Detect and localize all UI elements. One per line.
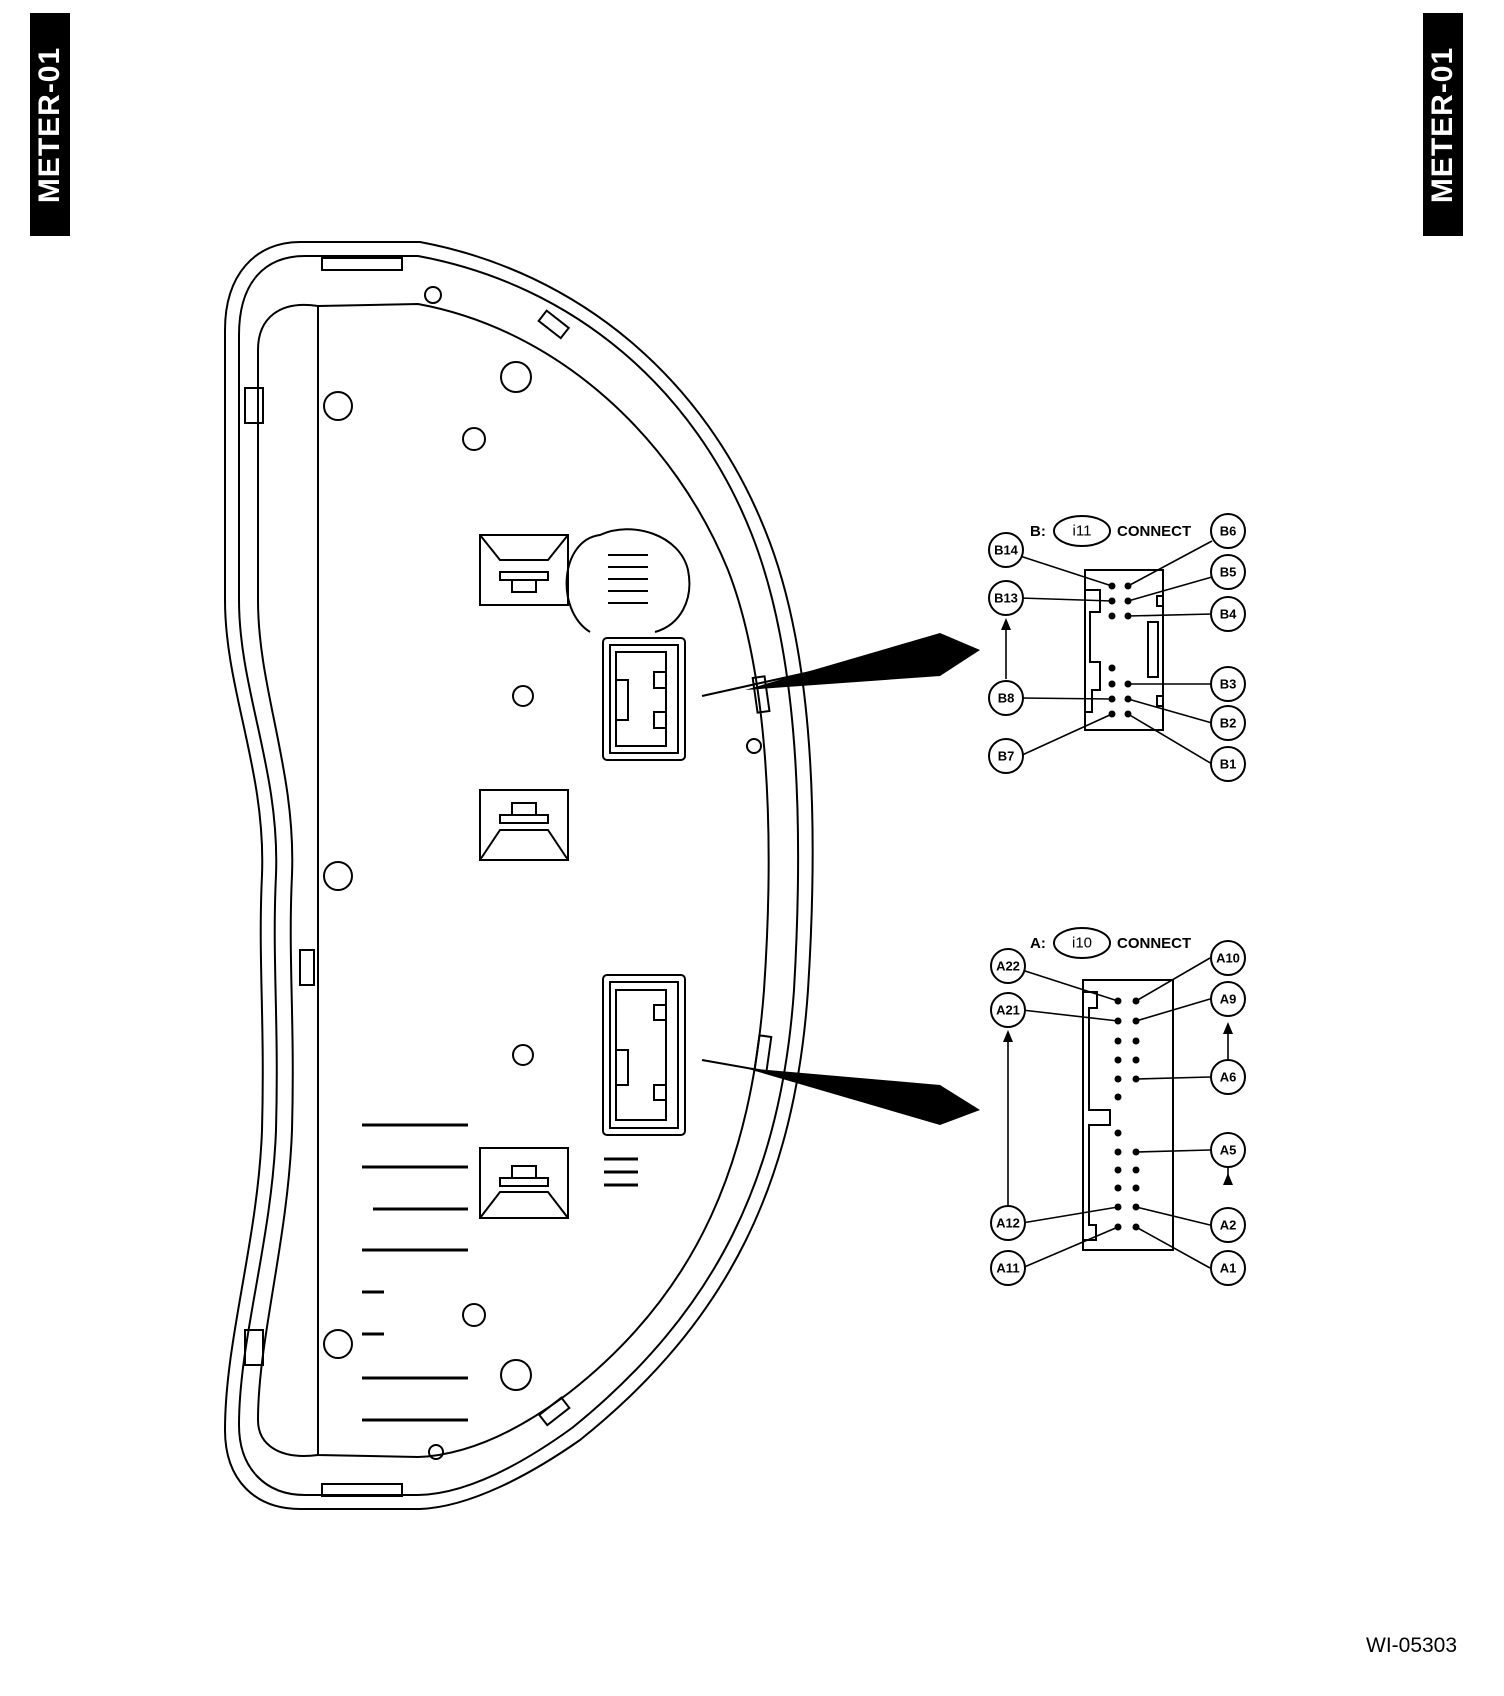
pin-label-b3: B3 <box>1220 677 1237 692</box>
screw-hole <box>323 861 353 891</box>
pin-label-b13: B13 <box>994 591 1018 606</box>
connector-b-prefix: B: <box>1030 523 1046 540</box>
pin-label-a6: A6 <box>1220 1070 1237 1085</box>
label-bars <box>362 1123 468 1422</box>
screw-hole <box>424 286 442 304</box>
pin-label-a21: A21 <box>996 1003 1020 1018</box>
combination-meter-body <box>223 241 814 1510</box>
figure-id: WI-05303 <box>1366 1634 1458 1657</box>
meter-outer-case <box>223 241 814 1510</box>
pin-label-a9: A9 <box>1220 992 1237 1007</box>
vent-cap <box>565 528 691 633</box>
pin-label-a22: A22 <box>996 959 1020 974</box>
pin-label-b5: B5 <box>1220 565 1237 580</box>
screw-hole <box>500 1359 532 1391</box>
connector-b-code-oval <box>1053 515 1111 547</box>
pin-label-a1: A1 <box>1220 1261 1237 1276</box>
pin-label-b1: B1 <box>1220 757 1237 772</box>
pin-label-b2: B2 <box>1220 716 1237 731</box>
pin-label-b6: B6 <box>1220 524 1237 539</box>
arrow-to-connector-b <box>701 633 980 697</box>
connector-a-code: i10 <box>1072 935 1092 952</box>
screw-hole <box>500 361 532 393</box>
pin-label-b14: B14 <box>994 543 1019 558</box>
connector-b-detail: B: i11 CONNECT <box>988 513 1246 782</box>
bulb-socket <box>479 534 569 606</box>
pin-label-b7: B7 <box>998 749 1015 764</box>
connector-b-housing <box>1084 569 1164 731</box>
pin-label-a2: A2 <box>1220 1218 1237 1233</box>
meter-left-ledge <box>256 303 319 1457</box>
screw-hole <box>323 391 353 421</box>
vent-bars <box>604 1157 638 1187</box>
screw-hole <box>462 427 486 451</box>
connector-a-prefix: A: <box>1030 935 1046 952</box>
bulb-socket <box>479 1147 569 1219</box>
connector-b-leaders <box>1005 540 1213 765</box>
connector-b-connect-label: CONNECT <box>1117 523 1191 540</box>
meter-connector-a-socket <box>602 974 686 1136</box>
pin-label-b8: B8 <box>998 691 1015 706</box>
section-tab-right: METER-01 <box>1423 13 1463 236</box>
pin-label-a10: A10 <box>1216 951 1240 966</box>
connector-a-leaders <box>1007 957 1229 1269</box>
connector-a-detail: A: i10 CONNECT <box>990 927 1246 1286</box>
screw-hole <box>428 1444 444 1460</box>
connector-b-code: i11 <box>1073 523 1092 540</box>
pin-label-a11: A11 <box>996 1261 1019 1276</box>
connector-b-pins <box>1108 582 1132 718</box>
meter-connector-b-socket <box>602 637 686 761</box>
section-tab-left: METER-01 <box>30 13 70 236</box>
screw-hole <box>512 1044 534 1066</box>
connector-a-pins <box>1114 997 1140 1231</box>
pin-label-a12: A12 <box>996 1216 1020 1231</box>
connector-a-connect-label: CONNECT <box>1117 935 1191 952</box>
pin-label-b4: B4 <box>1220 607 1237 622</box>
screw-hole <box>512 685 534 707</box>
connector-a-code-oval <box>1053 927 1111 959</box>
bulb-socket <box>479 789 569 861</box>
meter-inner-rim <box>237 255 800 1496</box>
meter-back-panel <box>317 302 770 1459</box>
screw-hole <box>323 1329 353 1359</box>
pin-label-a5: A5 <box>1220 1143 1237 1158</box>
connector-a-housing <box>1082 979 1174 1251</box>
screw-hole <box>462 1303 486 1327</box>
screw-hole <box>746 738 762 754</box>
arrow-to-connector-a <box>701 1059 980 1125</box>
